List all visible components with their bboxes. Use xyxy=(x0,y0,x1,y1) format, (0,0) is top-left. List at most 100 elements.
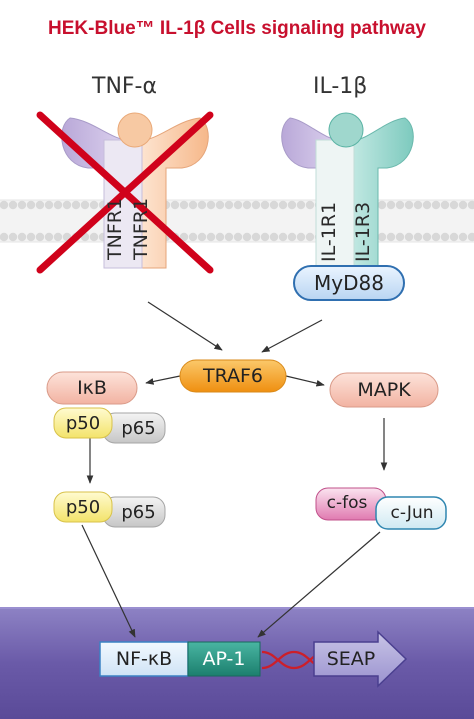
lipid-head xyxy=(458,200,468,210)
lipid-head xyxy=(458,232,468,242)
seap-arrow-shape xyxy=(313,630,408,688)
mapk-label: MAPK xyxy=(357,379,411,401)
lipid-head xyxy=(8,232,18,242)
blocked-cross-icon xyxy=(36,111,214,274)
lipid-head xyxy=(386,232,396,242)
lipid-head xyxy=(8,200,18,210)
lipid-head xyxy=(44,200,54,210)
lipid-head xyxy=(197,200,207,210)
lipid-head xyxy=(305,200,315,210)
lipid-head xyxy=(269,200,279,210)
arrow-myd88-to-traf6 xyxy=(261,319,323,353)
lipid-head xyxy=(467,200,474,210)
lipid-head xyxy=(449,232,459,242)
lipid-head xyxy=(17,232,27,242)
cfos-label: c-fos xyxy=(326,493,368,513)
tnfr1-left-label: TNFR1 xyxy=(104,197,126,260)
p50-bound-label: p50 xyxy=(65,412,101,434)
lipid-head xyxy=(179,232,189,242)
lipid-head xyxy=(422,232,432,242)
il1r3-label: IL-1R3 xyxy=(352,201,374,262)
lipid-head xyxy=(278,232,288,242)
page-title: HEK-Blue™ IL-1β Cells signaling pathway xyxy=(48,18,426,39)
lipid-head xyxy=(35,232,45,242)
lipid-head xyxy=(296,200,306,210)
ap1-label: AP-1 xyxy=(202,648,246,670)
cjun-shape xyxy=(375,496,447,530)
lipid-head xyxy=(242,200,252,210)
pathway-nodes xyxy=(46,265,447,530)
lipid-head xyxy=(44,232,54,242)
il1r1-label: IL-1R1 xyxy=(318,201,340,262)
lipid-head xyxy=(377,232,387,242)
lipid-head xyxy=(224,200,234,210)
lipid-head xyxy=(71,200,81,210)
lipid-head xyxy=(251,232,261,242)
lipid-head xyxy=(413,232,423,242)
traf6-label: TRAF6 xyxy=(202,365,264,387)
lipid-head xyxy=(449,200,459,210)
lipid-head xyxy=(179,200,189,210)
lipid-head xyxy=(296,232,306,242)
lipid-head xyxy=(224,232,234,242)
lipid-head xyxy=(197,232,207,242)
lipid-head xyxy=(413,200,423,210)
lipid-head xyxy=(206,200,216,210)
ap1-box xyxy=(187,641,261,677)
lipid-head xyxy=(305,232,315,242)
mapk-shape xyxy=(329,372,439,408)
il1-beta-label: IL-1β xyxy=(313,74,368,99)
lipid-head xyxy=(35,200,45,210)
il1-ligand-ball xyxy=(328,112,364,148)
traf6-shape xyxy=(179,359,287,393)
lipid-head xyxy=(440,200,450,210)
lipid-head xyxy=(233,232,243,242)
cell-membrane xyxy=(0,199,474,243)
lipid-head xyxy=(206,232,216,242)
lipid-head xyxy=(269,232,279,242)
lipid-head xyxy=(170,200,180,210)
il1-receptor xyxy=(281,112,414,269)
lipid-head xyxy=(53,232,63,242)
lipid-head xyxy=(89,200,99,210)
lipid-head xyxy=(431,200,441,210)
lipid-head xyxy=(431,232,441,242)
lipid-head xyxy=(215,232,225,242)
lipid-head xyxy=(188,232,198,242)
lipid-head xyxy=(422,200,432,210)
seap-label: SEAP xyxy=(326,648,376,670)
arrow-ap1-to-dna xyxy=(257,531,381,638)
tnfr1-right-label: TNFR1 xyxy=(130,197,152,260)
arrow-traf6-to-ikb xyxy=(145,375,181,385)
lipid-head xyxy=(467,232,474,242)
lipid-head xyxy=(80,200,90,210)
lipid-head xyxy=(89,232,99,242)
arrow-tnfr-to-traf6 xyxy=(147,301,223,351)
ikb-label: IκB xyxy=(77,377,107,399)
lipid-head xyxy=(404,200,414,210)
lipid-head xyxy=(251,200,261,210)
lipid-head xyxy=(17,200,27,210)
lipid-head xyxy=(62,200,72,210)
lipid-head xyxy=(260,232,270,242)
lipid-head xyxy=(53,200,63,210)
p65-bound-label: p65 xyxy=(121,417,156,439)
myd88-shape xyxy=(293,265,405,301)
arrow-traf6-to-mapk xyxy=(285,375,325,387)
tnf-alpha-label: TNF-α xyxy=(92,74,157,99)
p50-free-label: p50 xyxy=(65,496,101,518)
lipid-head xyxy=(278,200,288,210)
lipid-head xyxy=(287,200,297,210)
lipid-head xyxy=(260,200,270,210)
lipid-head xyxy=(0,232,9,242)
lipid-head xyxy=(440,232,450,242)
lipid-head xyxy=(215,200,225,210)
lipid-head xyxy=(386,200,396,210)
lipid-head xyxy=(188,200,198,210)
lipid-head xyxy=(395,232,405,242)
lipid-head xyxy=(26,232,36,242)
nfkb-label: NF-κB xyxy=(115,648,173,670)
myd88-label: MyD88 xyxy=(314,271,384,295)
p50-shape-bound xyxy=(53,407,113,439)
ikb-shape xyxy=(46,371,138,405)
